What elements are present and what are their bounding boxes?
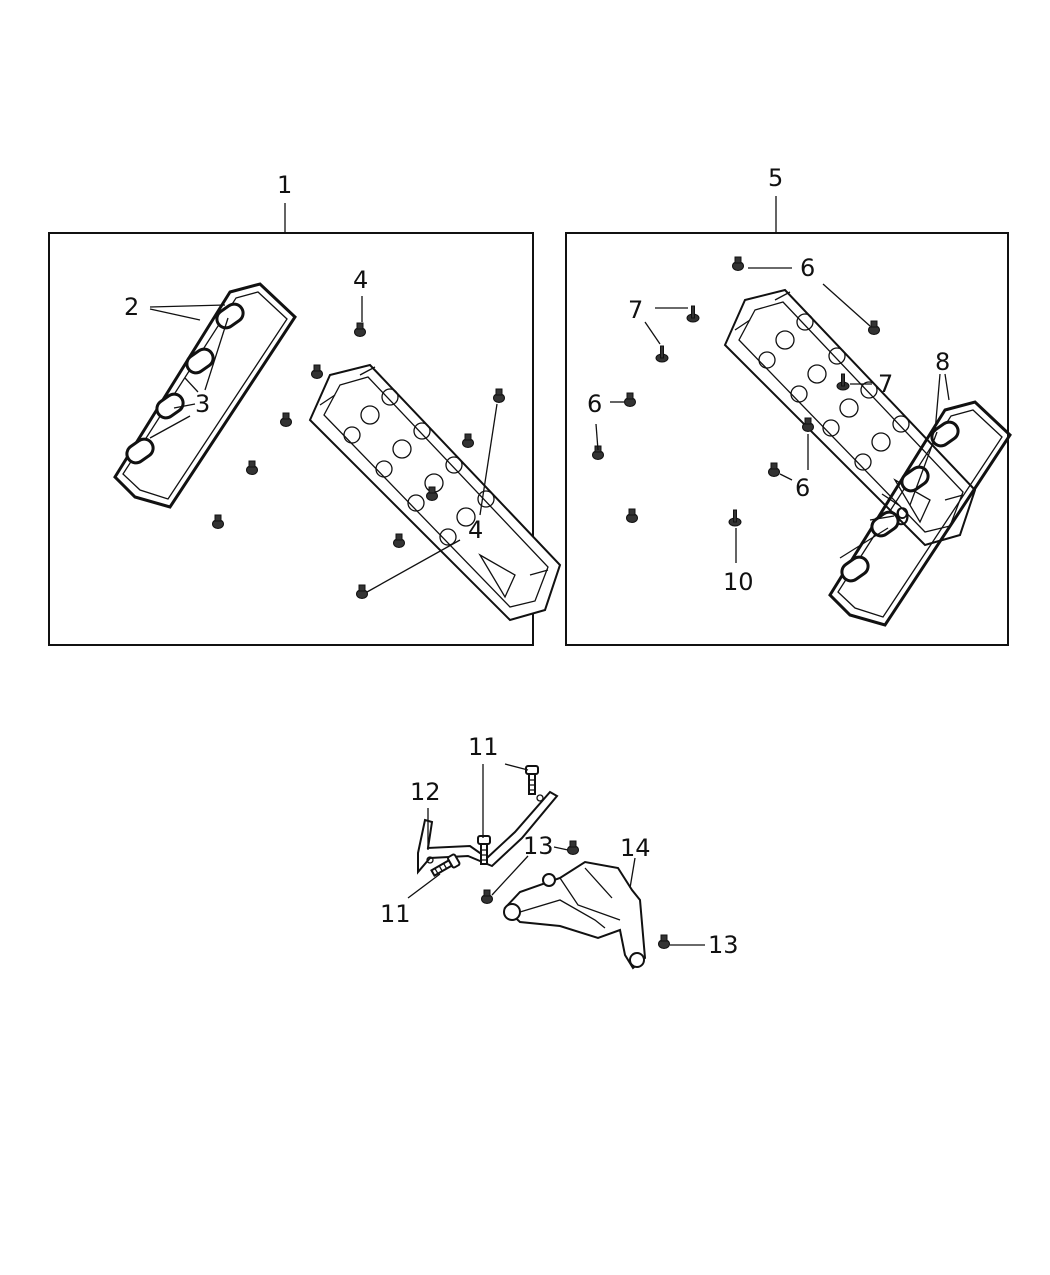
callout-6-right: 6: [795, 474, 810, 502]
left-nut-4-a: [311, 364, 323, 379]
right-stud-7-left: [655, 345, 669, 363]
callout-14: 14: [620, 834, 651, 862]
left-nut-4-top: [354, 322, 366, 337]
bracket-12: [417, 790, 559, 875]
left-nut-4-bottom: [356, 584, 368, 599]
callout-12: 12: [410, 778, 441, 806]
nut-13-right: [658, 934, 670, 949]
callout-4-top: 4: [353, 266, 368, 294]
right-nut-6-right: [868, 320, 880, 335]
callout-13-right: 13: [708, 931, 739, 959]
left-nut-4-b: [280, 412, 292, 427]
left-nut-4-h: [393, 533, 405, 548]
callout-10: 10: [723, 568, 754, 596]
callout-9: 9: [895, 503, 910, 531]
lower-bracket-group: 12 11 11 14 13 13: [380, 733, 739, 970]
callout-6-left: 6: [587, 390, 602, 418]
callout-11-top: 11: [468, 733, 499, 761]
callout-6-top: 6: [800, 254, 815, 282]
callout-2: 2: [124, 293, 139, 321]
callout-11-bottom: 11: [380, 900, 411, 928]
right-stud-10: [728, 509, 742, 527]
nut-13-top: [567, 840, 579, 855]
right-nut-6-top: [732, 256, 744, 271]
callout-3: 3: [195, 390, 210, 418]
callout-8: 8: [935, 348, 950, 376]
bracket-14: [503, 860, 647, 970]
right-nut-6-left: [624, 392, 636, 407]
left-panel-cylinder-head-cover-assembly: 1 4 4 2 3: [48, 171, 561, 646]
left-nut-4-f: [462, 433, 474, 448]
right-cylinder-head-cover: [724, 289, 976, 546]
right-nut-6-bottom-left: [626, 508, 638, 523]
left-nut-4-e: [493, 388, 505, 403]
callout-4-bottom: 4: [468, 516, 483, 544]
callout-1: 1: [277, 171, 292, 199]
callout-7-right: 7: [878, 370, 893, 398]
nut-13-left: [481, 889, 493, 904]
left-nut-4-d: [212, 514, 224, 529]
right-nut-6-low: [768, 462, 780, 477]
left-nut-4-c: [246, 460, 258, 475]
right-stud-7-top: [686, 305, 700, 323]
callout-13-top: 13: [523, 832, 554, 860]
callout-7-left: 7: [628, 296, 643, 324]
left-panel-frame: [48, 232, 534, 646]
callout-5: 5: [768, 164, 783, 192]
right-panel-cylinder-head-cover-assembly: 5 6 6 6 7 7 10 8: [565, 164, 1012, 646]
